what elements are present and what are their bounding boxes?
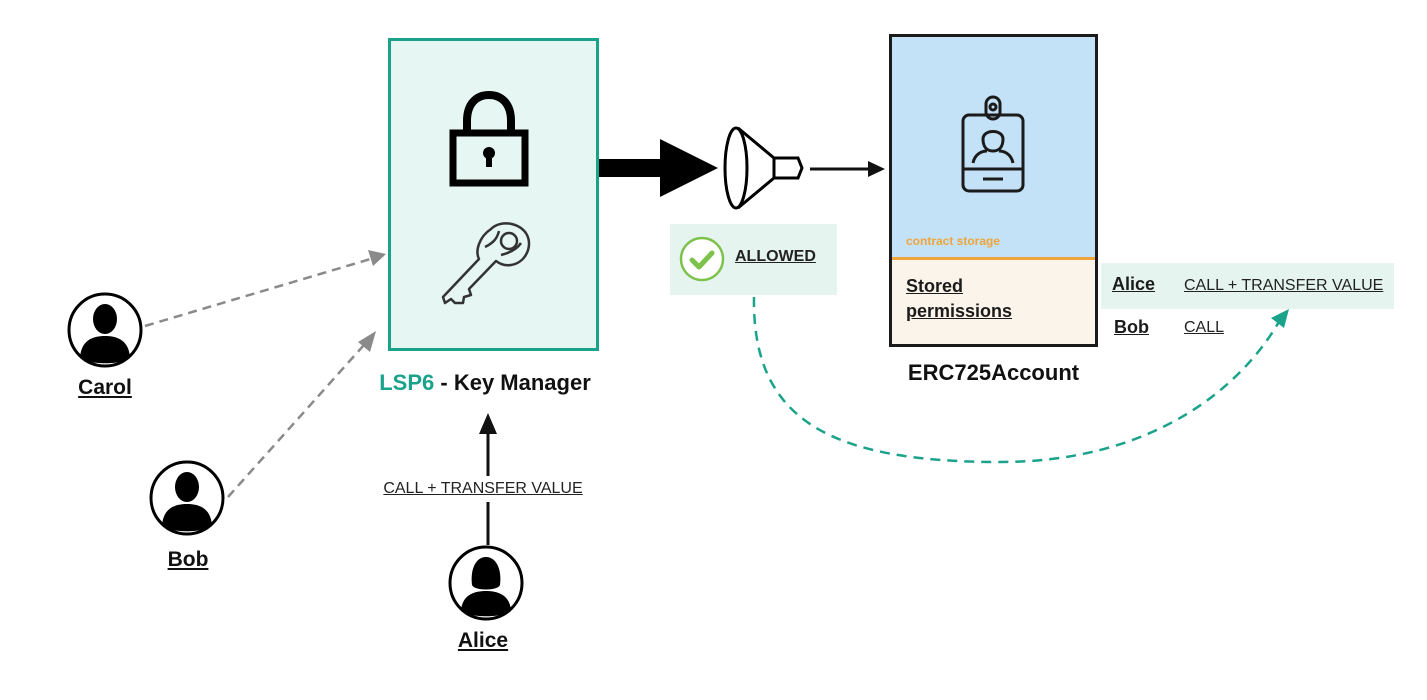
bob-connector <box>227 335 373 498</box>
carol-label: Carol <box>78 376 132 399</box>
alice-label: Alice <box>457 629 509 652</box>
key-manager-box <box>388 38 599 351</box>
carol-avatar <box>67 292 143 368</box>
key-manager-title-suffix: - Key Manager <box>434 370 591 395</box>
key-manager-title-prefix: LSP6 <box>379 370 435 395</box>
lock-icon <box>449 91 529 187</box>
bob-avatar <box>149 460 225 536</box>
bob-label: Bob <box>167 548 209 571</box>
storage-divider <box>892 257 1095 260</box>
erc725-account-box: contract storage Stored permissions <box>889 34 1098 347</box>
key-icon <box>439 217 535 307</box>
erc725-account-title: ERC725Account <box>907 360 1080 385</box>
checkmark-icon <box>679 236 725 282</box>
permission-value-bob: CALL <box>1184 319 1225 336</box>
carol-connector <box>144 253 385 328</box>
allowed-label: ALLOWED <box>735 248 816 265</box>
alice-avatar <box>448 545 524 621</box>
id-badge-icon <box>959 95 1027 195</box>
alice-call-label: CALL + TRANSFER VALUE <box>383 480 583 497</box>
stored-permissions-label: Stored permissions <box>906 276 1013 321</box>
permission-name-alice: Alice <box>1112 274 1156 294</box>
permission-check-curve <box>752 296 1282 464</box>
permission-name-bob: Bob <box>1114 317 1149 337</box>
big-arrow-shaft <box>598 159 663 177</box>
key-manager-title: LSP6 - Key Manager <box>330 370 640 396</box>
contract-storage-label: contract storage <box>906 234 1001 248</box>
permission-value-alice: CALL + TRANSFER VALUE <box>1184 277 1384 294</box>
funnel-icon <box>722 124 806 212</box>
big-arrow-head <box>660 139 718 197</box>
permission-row-highlight <box>1101 263 1394 309</box>
account-top-section <box>892 37 1095 257</box>
